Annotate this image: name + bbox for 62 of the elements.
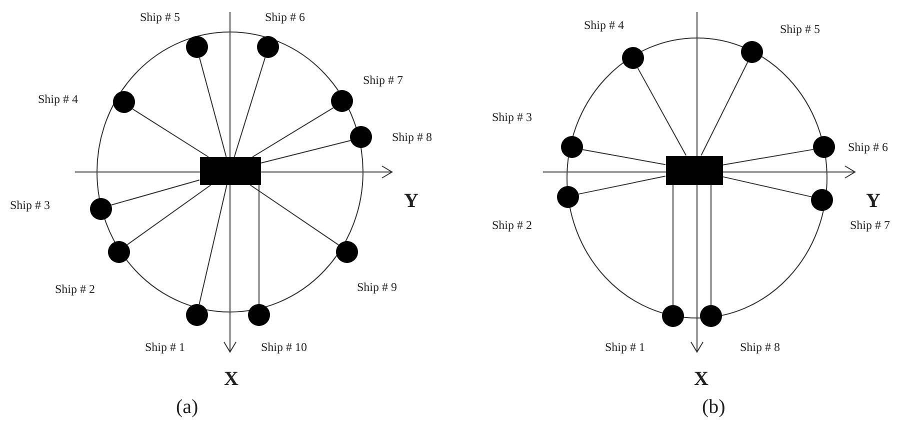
axis-label: Y [866, 190, 880, 213]
ship-dot [186, 36, 208, 58]
ship-dot [811, 189, 833, 211]
ship-label: Ship # 8 [740, 340, 780, 355]
ship-label: Ship # 8 [392, 130, 432, 145]
connector-line [252, 107, 334, 158]
ship-dot [90, 198, 112, 220]
ship-label: Ship # 6 [265, 10, 306, 25]
ship-dot [186, 304, 208, 326]
ship-label: Ship # 4 [584, 18, 624, 33]
panel-caption: (a) [176, 396, 198, 419]
connector-line [234, 57, 266, 158]
ship-label: Ship # 3 [492, 110, 532, 125]
ship-dot [700, 305, 722, 327]
ship-label: Ship # 7 [363, 73, 404, 88]
ship-dot [662, 305, 684, 327]
axis-label: Y [404, 190, 418, 213]
ship-dot [331, 90, 353, 112]
ship-label: Ship # 1 [145, 340, 186, 355]
ship-dot [108, 241, 130, 263]
ship-dot [350, 126, 372, 148]
ship-label: Ship # 6 [848, 140, 888, 155]
panel-caption: (b) [702, 396, 726, 419]
ship-dot [561, 136, 583, 158]
connector-line [199, 57, 227, 158]
connector-line [710, 184, 712, 306]
ship-label: Ship # 5 [140, 10, 180, 25]
station-block [666, 156, 722, 184]
ship-label: Ship # 3 [10, 198, 50, 213]
connector-line [258, 184, 260, 304]
connector-line [250, 184, 340, 246]
connector-line [582, 149, 666, 166]
ship-dot [336, 241, 358, 263]
axis-label: X [694, 368, 708, 391]
ship-label: Ship # 7 [850, 218, 890, 233]
connector-line [198, 184, 228, 305]
ship-label: Ship # 10 [261, 340, 308, 355]
connector-line [672, 184, 674, 306]
connector-line [578, 176, 666, 195]
connector-line [722, 148, 814, 166]
ship-dot [813, 136, 835, 158]
connector-line [132, 108, 209, 158]
ship-dot [248, 304, 270, 326]
ship-dot [113, 91, 135, 113]
connector-line [722, 176, 812, 198]
ship-label: Ship # 1 [605, 340, 646, 355]
ship-dot [741, 41, 763, 63]
ship-label: Ship # 2 [55, 282, 96, 297]
axis-label: X [224, 368, 238, 391]
ship-dot [622, 47, 644, 69]
connector-line [126, 184, 212, 246]
ship-label: Ship # 2 [492, 218, 532, 233]
connector-line [637, 67, 687, 156]
ship-label: Ship # 5 [780, 22, 820, 37]
connector-line [700, 62, 748, 156]
ship-label: Ship # 9 [357, 280, 398, 295]
station-block [200, 157, 260, 185]
ship-dot [557, 186, 579, 208]
ship-dot [257, 36, 279, 58]
connector-line [110, 179, 200, 206]
connector-line [260, 140, 352, 164]
ship-label: Ship # 4 [38, 92, 78, 107]
